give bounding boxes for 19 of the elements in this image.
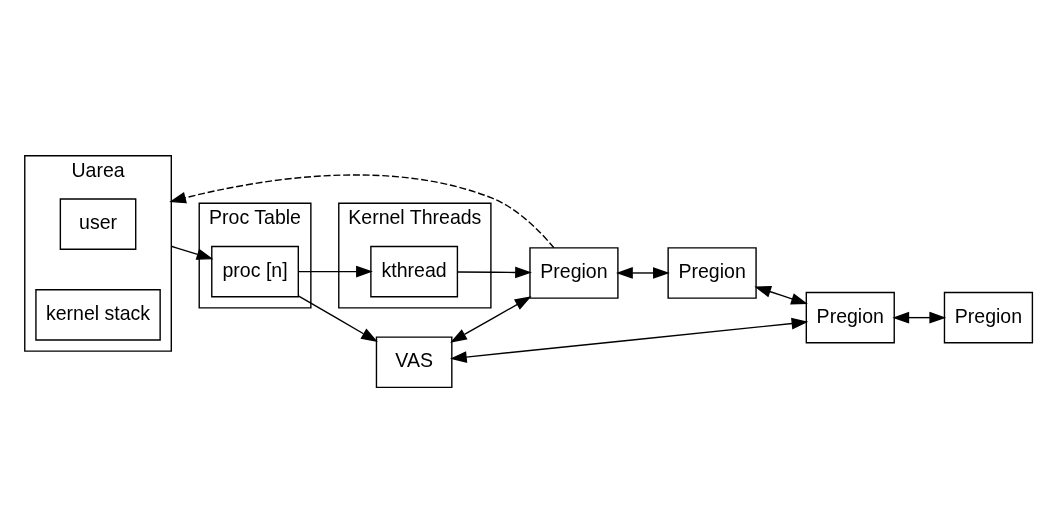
node-box: Pregion xyxy=(667,246,757,299)
node-box: Pregion xyxy=(943,291,1034,343)
node-box: user xyxy=(59,197,137,250)
arrow xyxy=(169,173,555,248)
arrow xyxy=(297,294,378,342)
node-box: Pregion xyxy=(805,291,895,343)
node-box: proc [n] xyxy=(211,245,299,297)
arrow xyxy=(754,285,808,304)
arrow xyxy=(450,295,532,343)
arrow xyxy=(450,317,809,363)
arrow xyxy=(297,265,373,277)
arrow xyxy=(456,266,532,278)
node-box: kernel stack xyxy=(35,288,161,341)
node-box: VAS xyxy=(375,336,453,388)
node-box: kthread xyxy=(370,245,459,297)
arrow xyxy=(892,311,947,323)
arrow xyxy=(170,245,214,260)
node-box: Pregion xyxy=(529,246,619,299)
arrow xyxy=(616,266,670,279)
